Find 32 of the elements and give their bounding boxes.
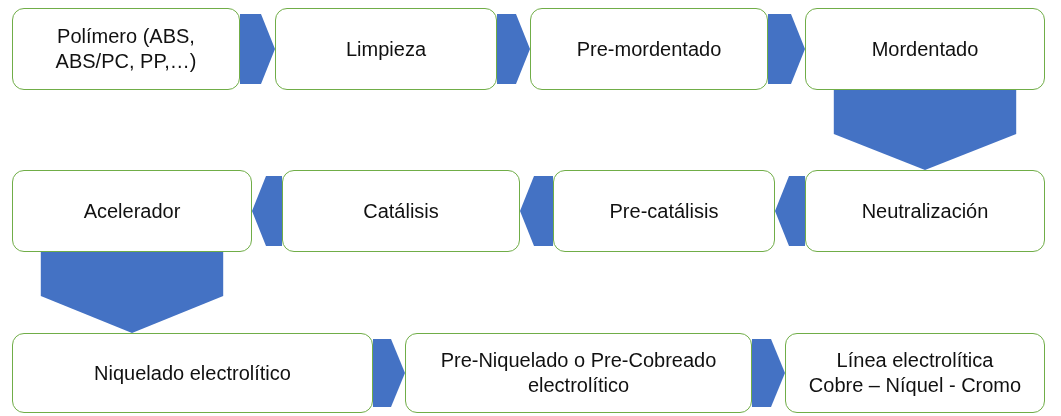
step-label: Limpieza xyxy=(345,36,426,62)
block-arrow xyxy=(775,176,805,246)
process-box xyxy=(405,333,752,413)
step-label: Línea electrolítica Cobre – Níquel - Cromo xyxy=(807,348,1023,398)
process-box xyxy=(805,8,1045,90)
process-box xyxy=(553,170,775,252)
step-label: Pre-catálisis xyxy=(609,198,719,224)
process-box xyxy=(282,170,520,252)
step-label: Neutralización xyxy=(861,198,989,224)
process-box xyxy=(805,170,1045,252)
block-arrow xyxy=(768,14,805,84)
block-arrow xyxy=(752,339,785,407)
process-box xyxy=(12,8,240,90)
step-label: Pre-Niquelado o Pre-Cobreado electrolítico xyxy=(439,348,718,398)
block-arrow xyxy=(40,252,224,333)
block-arrow xyxy=(497,14,530,84)
process-box xyxy=(12,333,373,413)
process-box xyxy=(275,8,497,90)
block-arrow xyxy=(252,176,282,246)
process-box xyxy=(785,333,1045,413)
process-box xyxy=(530,8,768,90)
step-label: Polímero (ABS, ABS/PC, PP,…) xyxy=(54,24,198,74)
step-label: Mordentado xyxy=(871,36,979,62)
step-label: Niquelado electrolítico xyxy=(94,360,291,386)
process-box xyxy=(12,170,252,252)
block-arrow xyxy=(373,339,405,407)
block-arrow xyxy=(833,90,1017,170)
step-label: Catálisis xyxy=(363,198,439,224)
block-arrow xyxy=(520,176,553,246)
step-label: Pre-mordentado xyxy=(576,36,722,62)
step-label: Acelerador xyxy=(83,198,181,224)
block-arrow xyxy=(240,14,275,84)
